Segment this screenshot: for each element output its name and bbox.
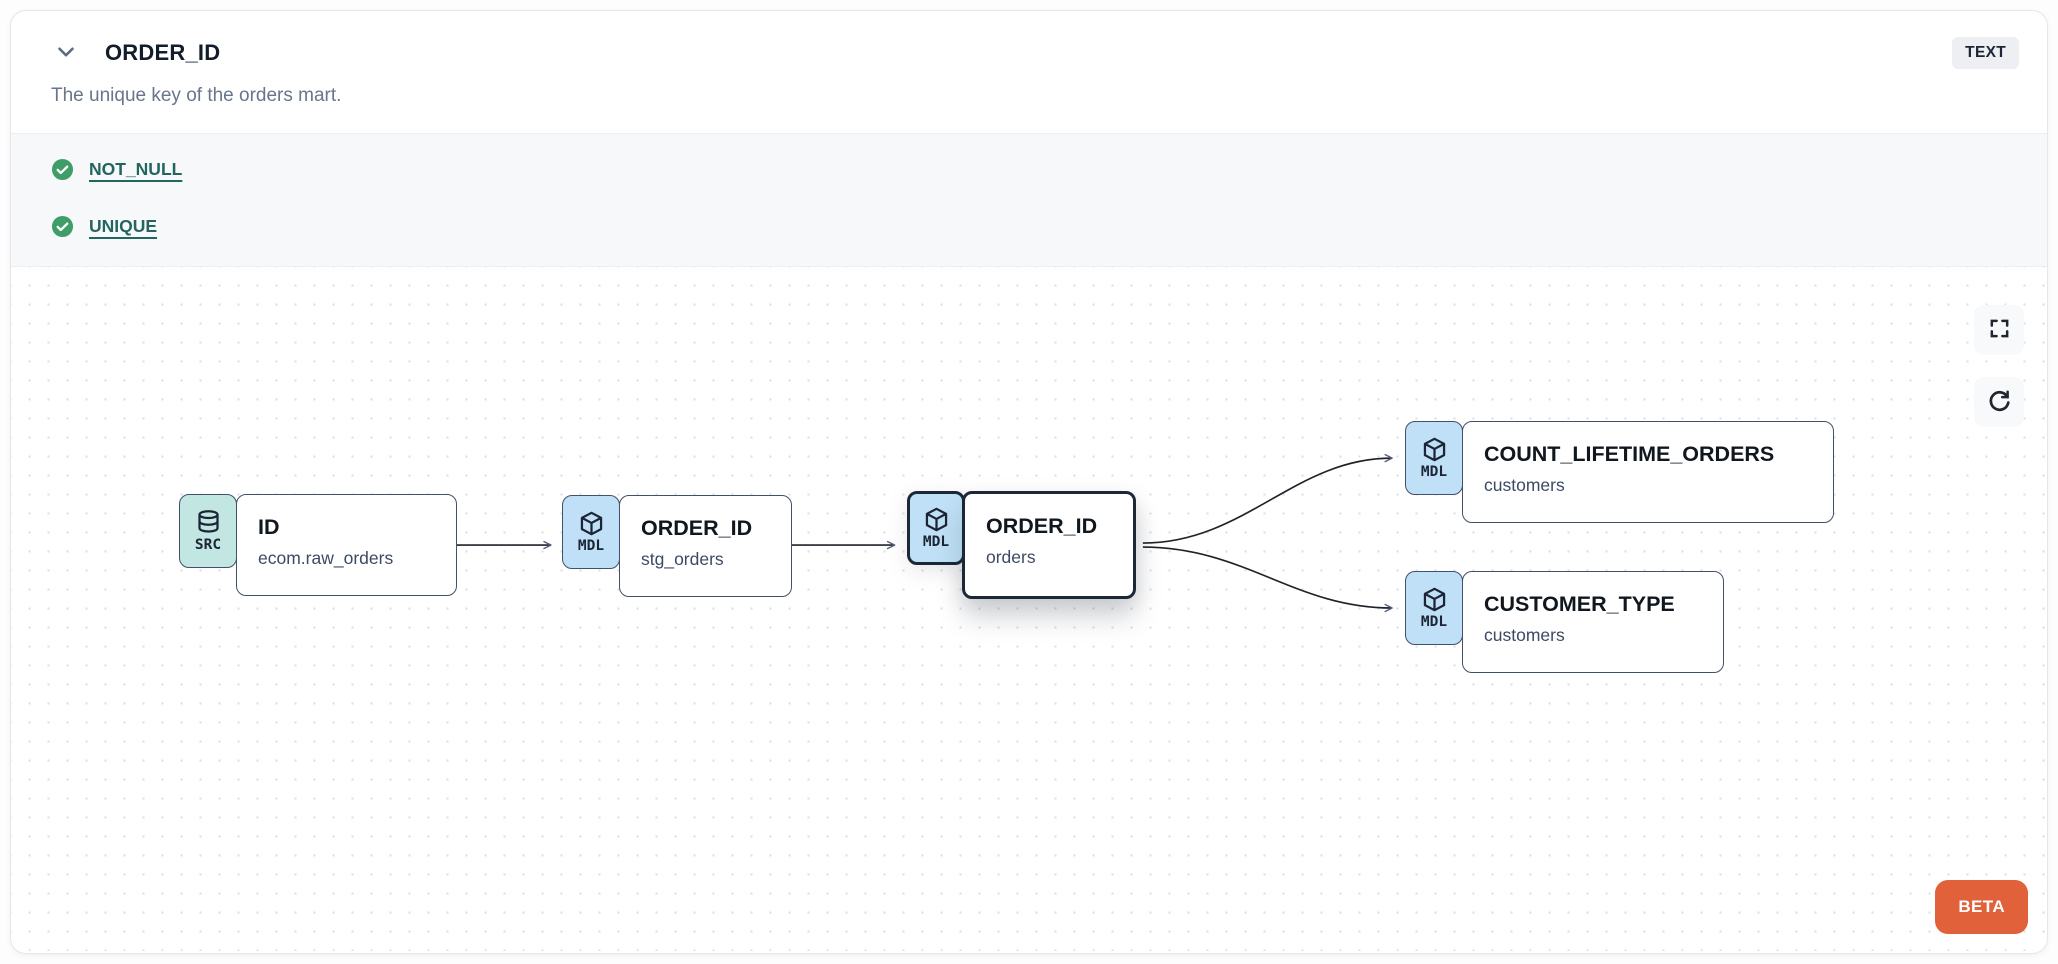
check-circle-icon (51, 215, 74, 238)
node-sublabel: stg_orders (641, 549, 724, 569)
node-sublabel: ecom.raw_orders (258, 548, 394, 568)
lineage-node-count-lifetime-orders[interactable]: MDL COUNT_LIFETIME_ORDERS customers (1405, 421, 1834, 523)
node-card: ORDER_ID stg_orders (619, 495, 792, 597)
page-title: ORDER_ID (105, 40, 221, 65)
collapse-chevron-button[interactable] (51, 38, 81, 68)
card-header: ORDER_ID TEXT (11, 11, 2047, 69)
node-card: ORDER_ID orders (962, 491, 1136, 599)
node-title: COUNT_LIFETIME_ORDERS (1484, 442, 1775, 466)
node-kind-badge: MDL (1405, 571, 1463, 645)
cube-icon (1421, 436, 1448, 463)
lineage-node-id-source[interactable]: SRC ID ecom.raw_orders (179, 494, 457, 596)
lineage-edges (456, 453, 1393, 613)
column-type-badge: TEXT (1952, 37, 2019, 69)
database-icon (195, 509, 222, 536)
node-kind-badge: SRC (179, 494, 237, 568)
node-kind-label: MDL (1420, 464, 1448, 480)
node-card: CUSTOMER_TYPE customers (1462, 571, 1724, 673)
test-row-unique: UNIQUE (51, 215, 2047, 238)
node-kind-badge: MDL (907, 491, 965, 565)
column-description: The unique key of the orders mart. (51, 85, 342, 106)
cube-icon (578, 510, 605, 537)
test-link-unique[interactable]: UNIQUE (89, 216, 158, 236)
beta-badge: BETA (1935, 880, 2028, 934)
refresh-button[interactable] (1974, 377, 2024, 427)
lineage-node-order-id-orders-selected[interactable]: MDL ORDER_ID orders (907, 491, 1136, 599)
node-kind-badge: MDL (1405, 421, 1463, 495)
test-link-not-null[interactable]: NOT_NULL (89, 159, 183, 179)
node-title: ORDER_ID (641, 516, 753, 540)
node-sublabel: customers (1484, 475, 1565, 495)
lineage-canvas[interactable]: SRC ID ecom.raw_orders MDL ORDER_ID stg (11, 267, 2047, 951)
cube-icon (1421, 586, 1448, 613)
node-title: CUSTOMER_TYPE (1484, 592, 1675, 616)
refresh-icon (1987, 388, 2012, 416)
node-kind-label: MDL (922, 534, 950, 550)
node-sublabel: customers (1484, 625, 1565, 645)
lineage-node-order-id-stg[interactable]: MDL ORDER_ID stg_orders (562, 495, 792, 597)
chevron-down-icon (53, 39, 79, 68)
node-kind-label: MDL (1420, 614, 1448, 630)
test-row-not-null: NOT_NULL (51, 158, 2047, 181)
fullscreen-icon (1988, 317, 2011, 343)
tests-section: NOT_NULL UNIQUE (11, 133, 2047, 267)
canvas-controls (1974, 305, 2024, 427)
lineage-node-customer-type[interactable]: MDL CUSTOMER_TYPE customers (1405, 571, 1724, 673)
cube-icon (923, 506, 950, 533)
node-card: COUNT_LIFETIME_ORDERS customers (1462, 421, 1834, 523)
node-kind-label: SRC (194, 537, 222, 553)
node-kind-badge: MDL (562, 495, 620, 569)
node-card: ID ecom.raw_orders (236, 494, 457, 596)
column-details-card: ORDER_ID TEXT The unique key of the orde… (10, 10, 2048, 954)
node-title: ORDER_ID (986, 514, 1098, 538)
node-sublabel: orders (986, 547, 1036, 567)
check-circle-icon (51, 158, 74, 181)
node-title: ID (258, 515, 280, 539)
node-kind-label: MDL (577, 538, 605, 554)
fullscreen-button[interactable] (1974, 305, 2024, 355)
